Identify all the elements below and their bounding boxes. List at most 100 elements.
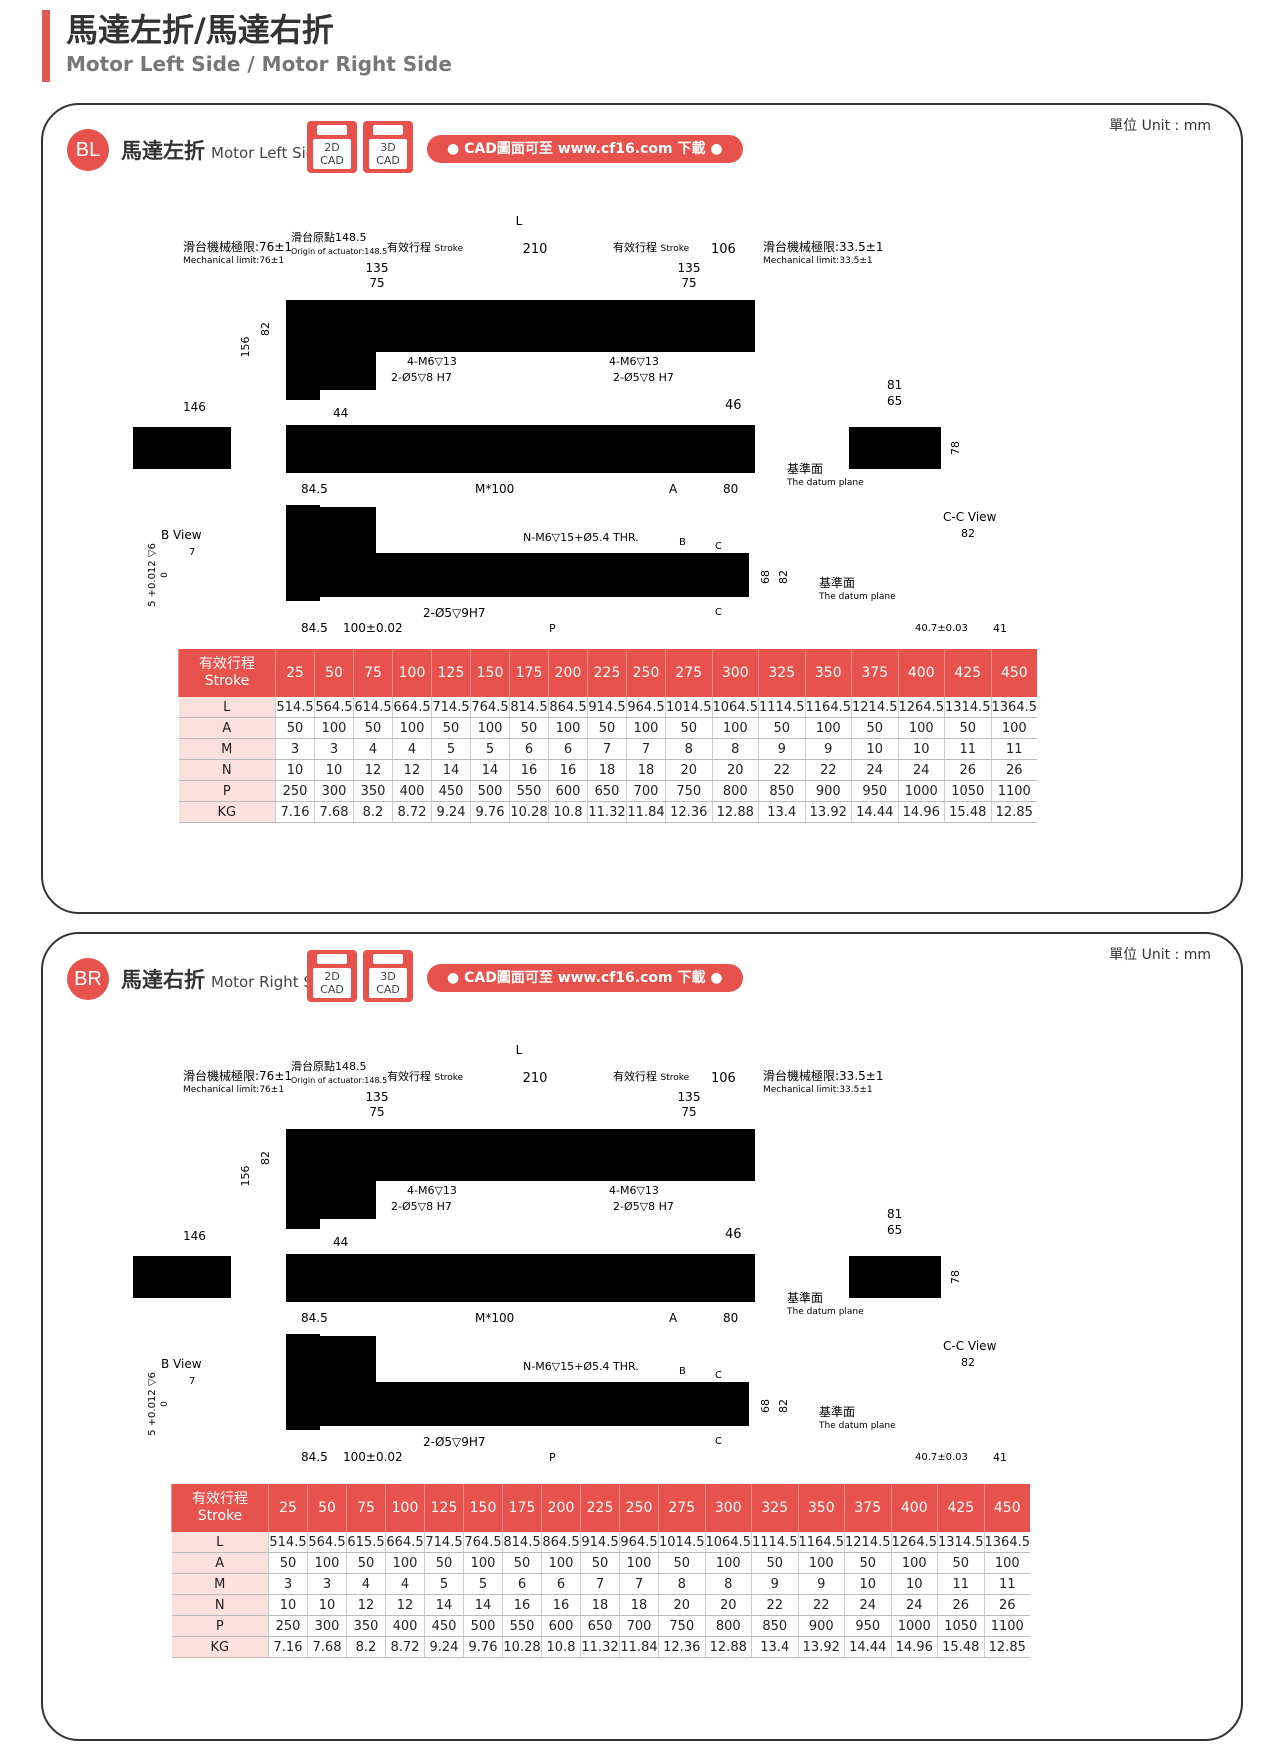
dim-A: A [669, 1311, 678, 1325]
spec-row-label: N [178, 759, 276, 781]
spec-cell: 914.5 [580, 1532, 620, 1553]
spec-cell: 14.44 [844, 1636, 891, 1658]
spec-cell: 18 [626, 759, 666, 781]
spec-cell: 350 [353, 780, 393, 802]
spec-cell: 14 [431, 759, 471, 781]
spec-cell: 9.76 [463, 1636, 503, 1658]
b-view-label: B View [161, 528, 202, 542]
floppy-disk-icon [317, 125, 347, 135]
spec-cell: 700 [626, 780, 666, 802]
page-header: 馬達左折/馬達右折 Motor Left Side / Motor Right … [42, 10, 452, 82]
m6-label-right: 4-M6▽13 [609, 355, 659, 368]
spec-cell: 22 [751, 1594, 798, 1616]
stroke-value: 200 [548, 649, 588, 697]
right-limit-label: 滑台機械極限:33.5±1 [763, 239, 883, 254]
spec-cell: 50 [937, 1552, 984, 1574]
dim-84-5: 84.5 [301, 482, 328, 496]
spec-cell: 7.16 [275, 801, 315, 823]
spec-cell: 11.32 [580, 1636, 620, 1658]
stroke-value: 175 [502, 1484, 542, 1532]
datum-label-cc: 基準面 [819, 1404, 855, 1419]
spec-cell: 7 [619, 1573, 659, 1595]
actuator-side-view [286, 425, 755, 473]
label-C-bottom: C [715, 607, 722, 618]
stroke-value: 400 [890, 1484, 938, 1532]
spec-cell: 16 [509, 759, 549, 781]
spec-cell: 50 [431, 717, 471, 739]
spec-cell: 8.2 [346, 1636, 386, 1658]
spec-row-label: P [171, 1615, 269, 1637]
stroke-value: 250 [626, 649, 666, 697]
spec-cell: 12.85 [990, 801, 1037, 823]
cad-download-link[interactable]: ● CAD圖面可至 www.cf16.com 下載 ● [427, 964, 743, 992]
spec-cell: 1114.5 [758, 697, 805, 718]
dim-75-left: 75 [369, 1105, 384, 1119]
spec-cell: 5 [424, 1573, 464, 1595]
spec-cell: 24 [844, 1594, 891, 1616]
dim-156: 156 [239, 337, 252, 358]
spec-cell: 16 [502, 1594, 542, 1616]
spec-cell: 3 [275, 738, 315, 760]
spec-cell: 50 [587, 717, 627, 739]
spec-cell: 100 [897, 717, 945, 739]
spec-cell: 750 [665, 780, 712, 802]
spec-cell: 900 [797, 1615, 845, 1637]
spec-cell: 1164.5 [804, 697, 852, 718]
spec-row-label: M [178, 738, 276, 760]
cad-download-link[interactable]: ● CAD圖面可至 www.cf16.com 下載 ● [427, 135, 743, 163]
spec-cell: 500 [470, 780, 510, 802]
dim-81: 81 [887, 378, 902, 392]
label-C-bottom: C [715, 1436, 722, 1447]
spec-cell: 100 [392, 717, 432, 739]
spec-cell: 1014.5 [665, 697, 712, 718]
dim-41: 41 [993, 622, 1007, 635]
spec-cell: 13.4 [758, 801, 805, 823]
end-view-right [849, 427, 941, 469]
dim-m100: M*100 [475, 482, 514, 496]
spec-cell: 50 [509, 717, 549, 739]
spec-cell: 12 [385, 1594, 425, 1616]
dim-44: 44 [333, 406, 348, 420]
stroke-value: 200 [541, 1484, 581, 1532]
origin-label: 滑台原點148.5 [291, 230, 367, 244]
spec-cell: 964.5 [626, 697, 666, 718]
b-view-hole [186, 1401, 196, 1411]
spec-cell: 11.32 [587, 801, 627, 823]
spec-cell: 4 [385, 1573, 425, 1595]
spec-cell: 24 [897, 759, 945, 781]
spec-cell: 100 [541, 1552, 581, 1574]
spec-cell: 1214.5 [851, 697, 898, 718]
spec-cell: 18 [580, 1594, 620, 1616]
dim-84-5-bottom: 84.5 [301, 1450, 328, 1464]
thread-label: N-M6▽15+Ø5.4 THR. [523, 531, 639, 544]
spec-cell: 7.16 [268, 1636, 308, 1658]
dim-82-bottom: 82 [777, 570, 790, 584]
spec-cell: 22 [758, 759, 805, 781]
dim-40-7: 40.7±0.03 [915, 623, 968, 634]
hole-label-right: 2-Ø5▽8 H7 [613, 1200, 674, 1213]
spec-cell: 4 [392, 738, 432, 760]
spec-cell: 950 [851, 780, 898, 802]
spec-cell: 12.88 [704, 1636, 752, 1658]
spec-cell: 650 [587, 780, 627, 802]
spec-cell: 3 [307, 1573, 347, 1595]
spec-cell: 7.68 [307, 1636, 347, 1658]
origin-label-en: Origin of actuator:148.5 [291, 247, 387, 256]
spec-cell: 764.5 [470, 697, 510, 718]
technical-drawing: L 滑台機械極限:76±1 Mechanical limit:76±1 滑台原點… [133, 1043, 1007, 1464]
spec-cell: 9 [751, 1573, 798, 1595]
dim-82-bottom: 82 [777, 1399, 790, 1413]
spec-cell: 100 [619, 1552, 659, 1574]
spec-cell: 964.5 [619, 1532, 659, 1553]
